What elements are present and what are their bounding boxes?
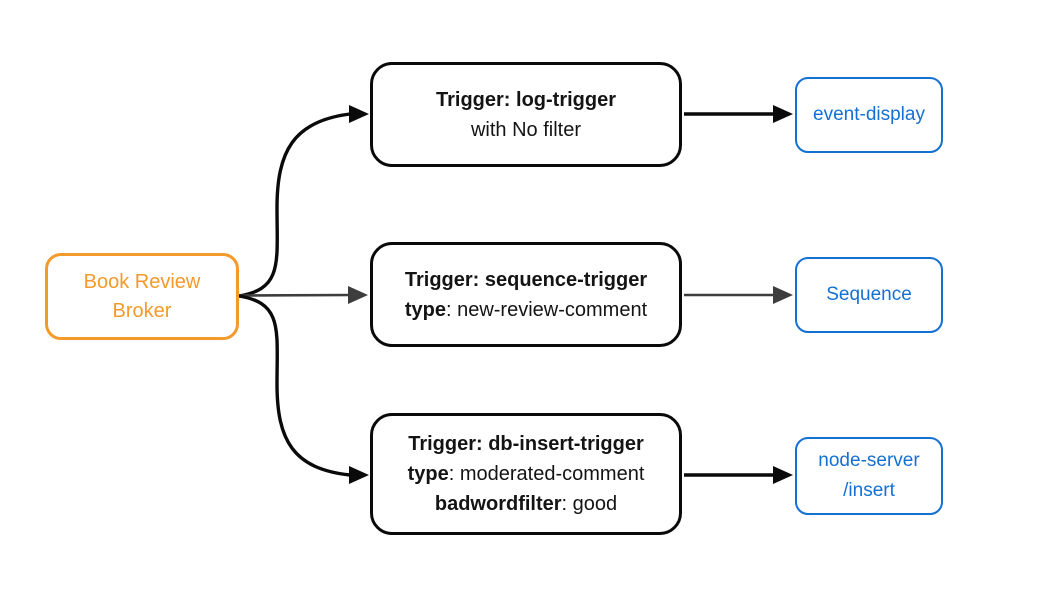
sink-node-server-node: node-server /insert	[795, 437, 943, 515]
trigger-sequence-node: Trigger: sequence-trigger type: new-revi…	[370, 242, 682, 347]
edge-broker-to-db-insert-trigger	[237, 294, 369, 484]
trigger-filter: type: moderated-comment	[407, 463, 645, 485]
edge-log-trigger-to-event-display	[684, 105, 793, 123]
trigger-filter: with No filter	[470, 118, 582, 141]
edge-sequence-trigger-to-sequence	[684, 286, 793, 304]
sink-label: Sequence	[826, 284, 912, 305]
trigger-title: Trigger: log-trigger	[436, 88, 616, 111]
edge-broker-to-sequence-trigger	[238, 286, 368, 304]
trigger-title: Trigger: db-insert-trigger	[408, 433, 644, 455]
edge-broker-to-log-trigger	[237, 105, 369, 298]
arrowhead-icon	[349, 105, 369, 123]
arrowhead-icon	[773, 466, 793, 484]
sink-sequence-node: Sequence	[795, 257, 943, 333]
trigger-title: Trigger: sequence-trigger	[404, 268, 648, 291]
trigger-db-insert-node: Trigger: db-insert-trigger type: moderat…	[370, 413, 682, 535]
arrowhead-icon	[773, 286, 793, 304]
sink-event-display-node: event-display	[795, 77, 943, 153]
sink-label: event-display	[813, 104, 925, 125]
trigger-filter: type: new-review-comment	[404, 298, 648, 321]
trigger-filter: badwordfilter: good	[434, 493, 618, 515]
arrowhead-icon	[348, 286, 368, 304]
arrowhead-icon	[349, 466, 369, 484]
sink-label: /insert	[843, 480, 895, 501]
trigger-log-node: Trigger: log-trigger with No filter	[370, 62, 682, 167]
broker-label-line: Book Review	[83, 270, 201, 293]
arrowhead-icon	[773, 105, 793, 123]
edge-db-insert-trigger-to-node-server	[684, 466, 793, 484]
broker-node: Book Review Broker	[45, 253, 239, 340]
sink-label: node-server	[818, 450, 920, 471]
broker-label-line: Broker	[112, 299, 172, 322]
